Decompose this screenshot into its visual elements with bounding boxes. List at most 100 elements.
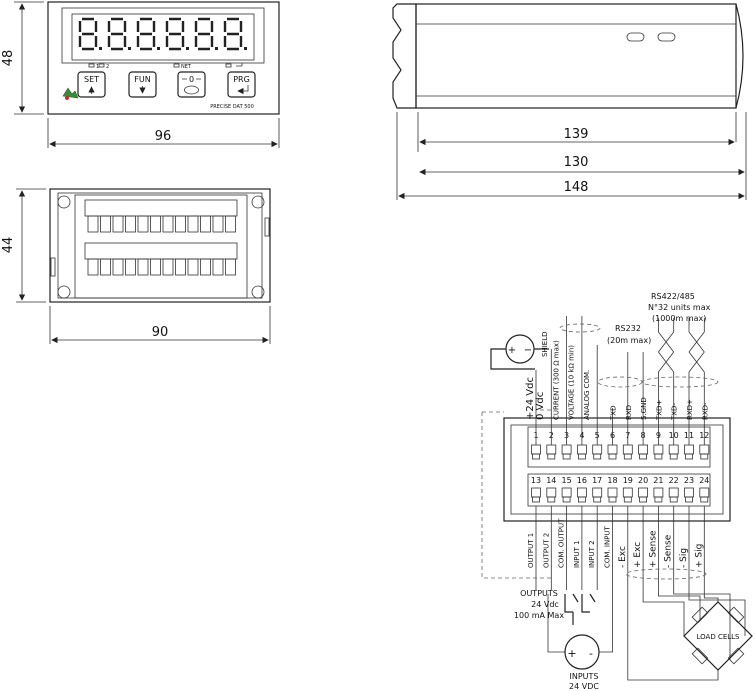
outputs-voltage: 24 Vdc bbox=[531, 600, 559, 609]
digit bbox=[78, 17, 98, 51]
prg-button[interactable]: PRG bbox=[227, 71, 256, 98]
terminal-number: 21 bbox=[653, 476, 663, 485]
dim-side-139: 139 bbox=[564, 127, 589, 142]
digit bbox=[136, 17, 156, 51]
rs485-sub2: (1000m max) bbox=[652, 314, 706, 323]
terminal-label: +24 Vdc bbox=[525, 377, 536, 420]
terminal-screw bbox=[531, 444, 541, 455]
terminal-screw bbox=[561, 444, 572, 455]
digit bbox=[194, 17, 214, 51]
svg-text:+: + bbox=[567, 647, 576, 660]
terminal-screw bbox=[668, 487, 679, 498]
terminal-slot bbox=[137, 215, 149, 233]
terminal-label: - Exc bbox=[618, 546, 628, 568]
zero-button[interactable]: 0 bbox=[177, 71, 206, 98]
terminal-number: 16 bbox=[577, 476, 587, 485]
terminal-screw bbox=[531, 487, 541, 498]
terminal-number: 13 bbox=[531, 476, 541, 485]
terminal-slot bbox=[100, 258, 111, 276]
set-button[interactable]: SET bbox=[77, 71, 106, 98]
input-supply: + - bbox=[564, 634, 600, 670]
digit bbox=[165, 17, 185, 51]
terminal-screw bbox=[622, 487, 633, 498]
dim-front-height: 48 bbox=[1, 50, 16, 67]
terminal-number: 20 bbox=[638, 476, 648, 485]
terminal-label: TXD+ bbox=[655, 400, 663, 421]
svg-text:+: + bbox=[508, 345, 516, 356]
inputs-voltage: 24 VDC bbox=[569, 682, 599, 691]
terminal-screw bbox=[653, 444, 664, 455]
wires bbox=[535, 316, 746, 681]
terminal-slot bbox=[225, 215, 236, 233]
rs232-label: RS232 bbox=[615, 324, 641, 333]
back-view: 44 90 bbox=[1, 188, 271, 344]
svg-text:NET: NET bbox=[181, 64, 192, 70]
load-cell-bridge bbox=[683, 601, 753, 671]
terminal-screw bbox=[638, 444, 648, 455]
terminal-label: - Sense bbox=[664, 534, 674, 568]
terminal-label: TXD- bbox=[671, 403, 679, 421]
svg-text:SET: SET bbox=[84, 75, 99, 84]
terminal-screw bbox=[546, 444, 557, 455]
svg-text:0: 0 bbox=[189, 75, 194, 84]
terminal-screw bbox=[684, 444, 694, 455]
terminal-label: TXD bbox=[610, 406, 618, 421]
dim-front-width: 96 bbox=[155, 129, 172, 144]
outputs-label: OUTPUTS bbox=[520, 589, 558, 598]
led-1: 1 bbox=[88, 63, 99, 70]
digit bbox=[107, 17, 127, 51]
bottom-labels: OUTPUT 1 OUTPUT 2 COM. OUTPUT INPUT 1 INPUT … bbox=[527, 518, 704, 568]
terminal-slot bbox=[87, 258, 99, 276]
terminal-label: + Sig bbox=[694, 544, 704, 568]
terminal-label: + Exc bbox=[633, 542, 643, 568]
brand-logo bbox=[62, 87, 79, 100]
terminal-label: RXD bbox=[625, 405, 633, 420]
terminal-slot bbox=[112, 258, 124, 276]
terminal-screw bbox=[577, 444, 587, 455]
decimal-point bbox=[186, 47, 189, 50]
svg-text:2: 2 bbox=[106, 64, 109, 70]
terminal-number: 19 bbox=[623, 476, 633, 485]
terminal-screw bbox=[546, 487, 557, 498]
terminal-label: COM. OUTPUT bbox=[558, 518, 566, 568]
svg-text:FUN: FUN bbox=[134, 75, 150, 84]
terminal-label: 0 Vdc bbox=[535, 392, 546, 420]
terminal-label: INPUT 1 bbox=[573, 540, 581, 568]
terminal-number: 15 bbox=[562, 476, 572, 485]
enter-arrow-icon bbox=[237, 85, 249, 95]
power-source: + − bbox=[490, 334, 549, 370]
terminal-screw bbox=[592, 487, 603, 498]
front-view: 1 2 NET SET FUN 0 PRG bbox=[1, 1, 280, 148]
terminal-slot bbox=[125, 258, 136, 276]
terminal-slot bbox=[212, 258, 224, 276]
terminal-number: 17 bbox=[592, 476, 602, 485]
seven-segment-display bbox=[78, 17, 247, 51]
terminal-label: RXD+ bbox=[686, 399, 694, 420]
terminal-slot bbox=[187, 215, 199, 233]
digit bbox=[223, 17, 243, 51]
terminal-label: OUTPUT 2 bbox=[542, 533, 550, 568]
terminal-screw bbox=[577, 487, 587, 498]
svg-text:1: 1 bbox=[96, 64, 99, 70]
terminal-screw bbox=[592, 444, 603, 455]
terminal-label: + Sense bbox=[648, 530, 658, 568]
terminal-slot bbox=[150, 215, 161, 233]
terminal-slot bbox=[125, 215, 136, 233]
dim-side-148: 148 bbox=[564, 180, 589, 195]
shield-label: SHIELD bbox=[541, 332, 549, 357]
terminal-label: OUTPUT 1 bbox=[527, 533, 535, 568]
terminal-slot bbox=[112, 215, 124, 233]
fun-button[interactable]: FUN bbox=[128, 71, 157, 98]
led-enter bbox=[225, 63, 243, 68]
terminal-slot bbox=[175, 215, 186, 233]
dim-side-130: 130 bbox=[564, 155, 589, 170]
terminal-label: INPUT 2 bbox=[588, 540, 596, 568]
terminal-slot bbox=[137, 258, 149, 276]
terminal-screw bbox=[622, 444, 633, 455]
terminal-slot bbox=[162, 258, 174, 276]
decimal-point bbox=[157, 47, 160, 50]
terminal-number: 22 bbox=[669, 476, 679, 485]
svg-text:PRG: PRG bbox=[233, 75, 250, 84]
